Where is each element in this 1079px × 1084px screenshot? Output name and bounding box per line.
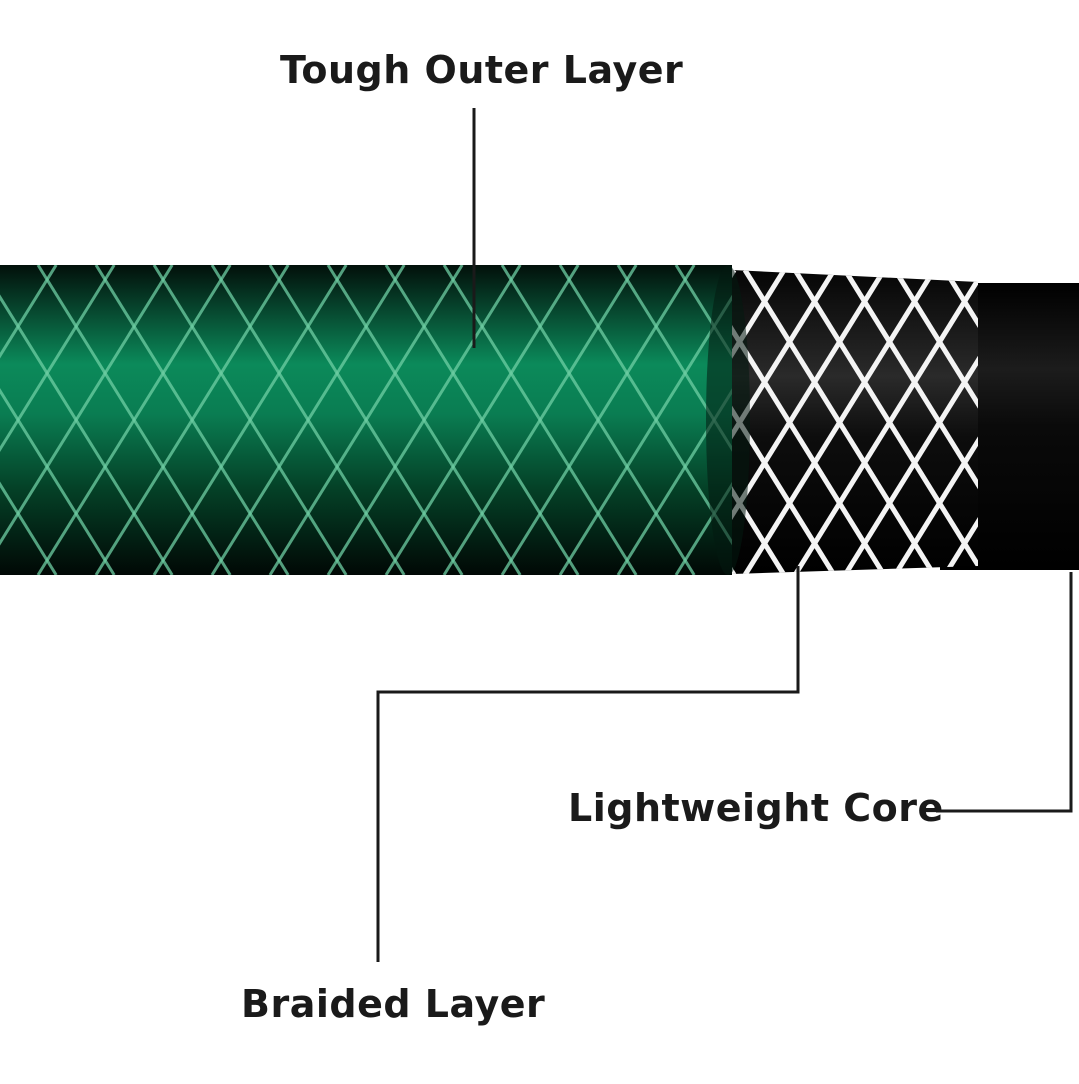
tough-outer-layer-label: Tough Outer Layer [280,48,684,92]
tough-outer-layer-section [0,265,750,575]
core-leader-line [936,572,1073,813]
lightweight-core-label: Lightweight Core [568,786,944,830]
braided-layer-label: Braided Layer [241,982,546,1026]
braided-layer-section [716,270,978,574]
braided-layer-leader-line [376,566,800,962]
